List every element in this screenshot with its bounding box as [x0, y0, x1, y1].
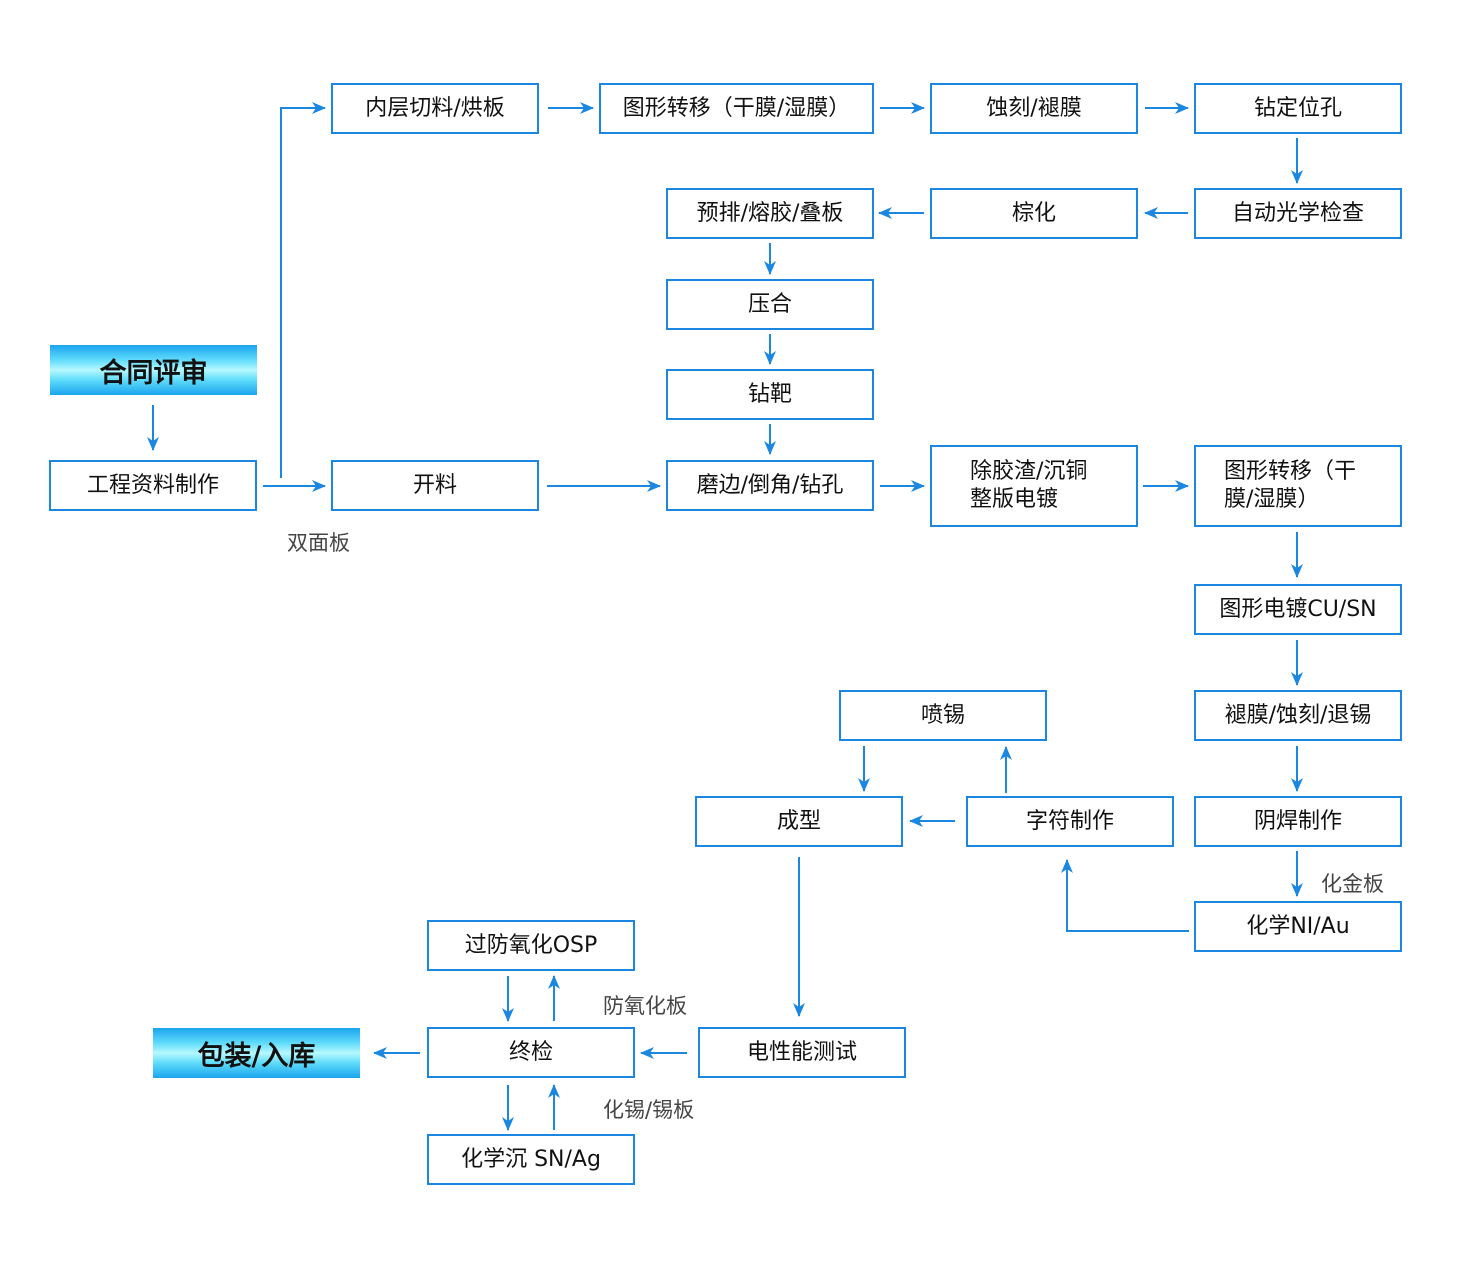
step-osp: 过防氧化OSP [427, 920, 635, 971]
step-drill-locating: 钻定位孔 [1194, 83, 1402, 134]
step-pattern-transfer-2-line1: 图形转移（干 [1224, 459, 1357, 484]
step-enig: 化学NI/Au [1194, 901, 1402, 952]
step-desmear-pth: 除胶渣/沉铜 整版电镀 [930, 445, 1138, 527]
step-solder-mask: 阴焊制作 [1194, 796, 1402, 847]
arrow-engineering-to-inner-cut [280, 102, 326, 478]
step-pattern-transfer-1: 图形转移（干膜/湿膜） [599, 83, 874, 134]
step-electrical-test: 电性能测试 [698, 1027, 906, 1078]
step-routing: 成型 [695, 796, 903, 847]
step-desmear-pth-line2: 整版电镀 [970, 487, 1059, 512]
step-press: 压合 [666, 279, 874, 330]
step-brown-oxide: 棕化 [930, 188, 1138, 239]
step-engineering: 工程资料制作 [49, 460, 257, 511]
arrow-enig-to-legend [1061, 859, 1189, 932]
step-pattern-transfer-2-line2: 膜/湿膜） [1224, 487, 1320, 512]
step-final-inspection: 终检 [427, 1027, 635, 1078]
step-immersion: 化学沉 SN/Ag [427, 1134, 635, 1185]
label-double-sided: 双面板 [287, 531, 350, 555]
end-packaging-storage: 包装/入库 [153, 1028, 360, 1078]
start-contract-review: 合同评审 [50, 345, 257, 395]
step-pattern-transfer-2: 图形转移（干 膜/湿膜） [1194, 445, 1402, 527]
label-gold-board: 化金板 [1321, 872, 1384, 896]
step-hasl: 喷锡 [839, 690, 1047, 741]
step-inner-cut: 内层切料/烘板 [331, 83, 539, 134]
step-etch-strip: 蚀刻/褪膜 [930, 83, 1138, 134]
step-desmear-pth-line1: 除胶渣/沉铜 [970, 459, 1088, 484]
step-legend: 字符制作 [966, 796, 1174, 847]
step-cutting: 开料 [331, 460, 539, 511]
label-osp-board: 防氧化板 [603, 994, 687, 1018]
step-aoi: 自动光学检查 [1194, 188, 1402, 239]
label-tin-board: 化锡/锡板 [603, 1098, 695, 1122]
step-strip-etch-tin: 褪膜/蚀刻/退锡 [1194, 690, 1402, 741]
step-pattern-plating: 图形电镀CU/SN [1194, 584, 1402, 635]
step-drill-target: 钻靶 [666, 369, 874, 420]
step-layup: 预排/熔胶/叠板 [666, 188, 874, 239]
step-edge-drill: 磨边/倒角/钻孔 [666, 460, 874, 511]
